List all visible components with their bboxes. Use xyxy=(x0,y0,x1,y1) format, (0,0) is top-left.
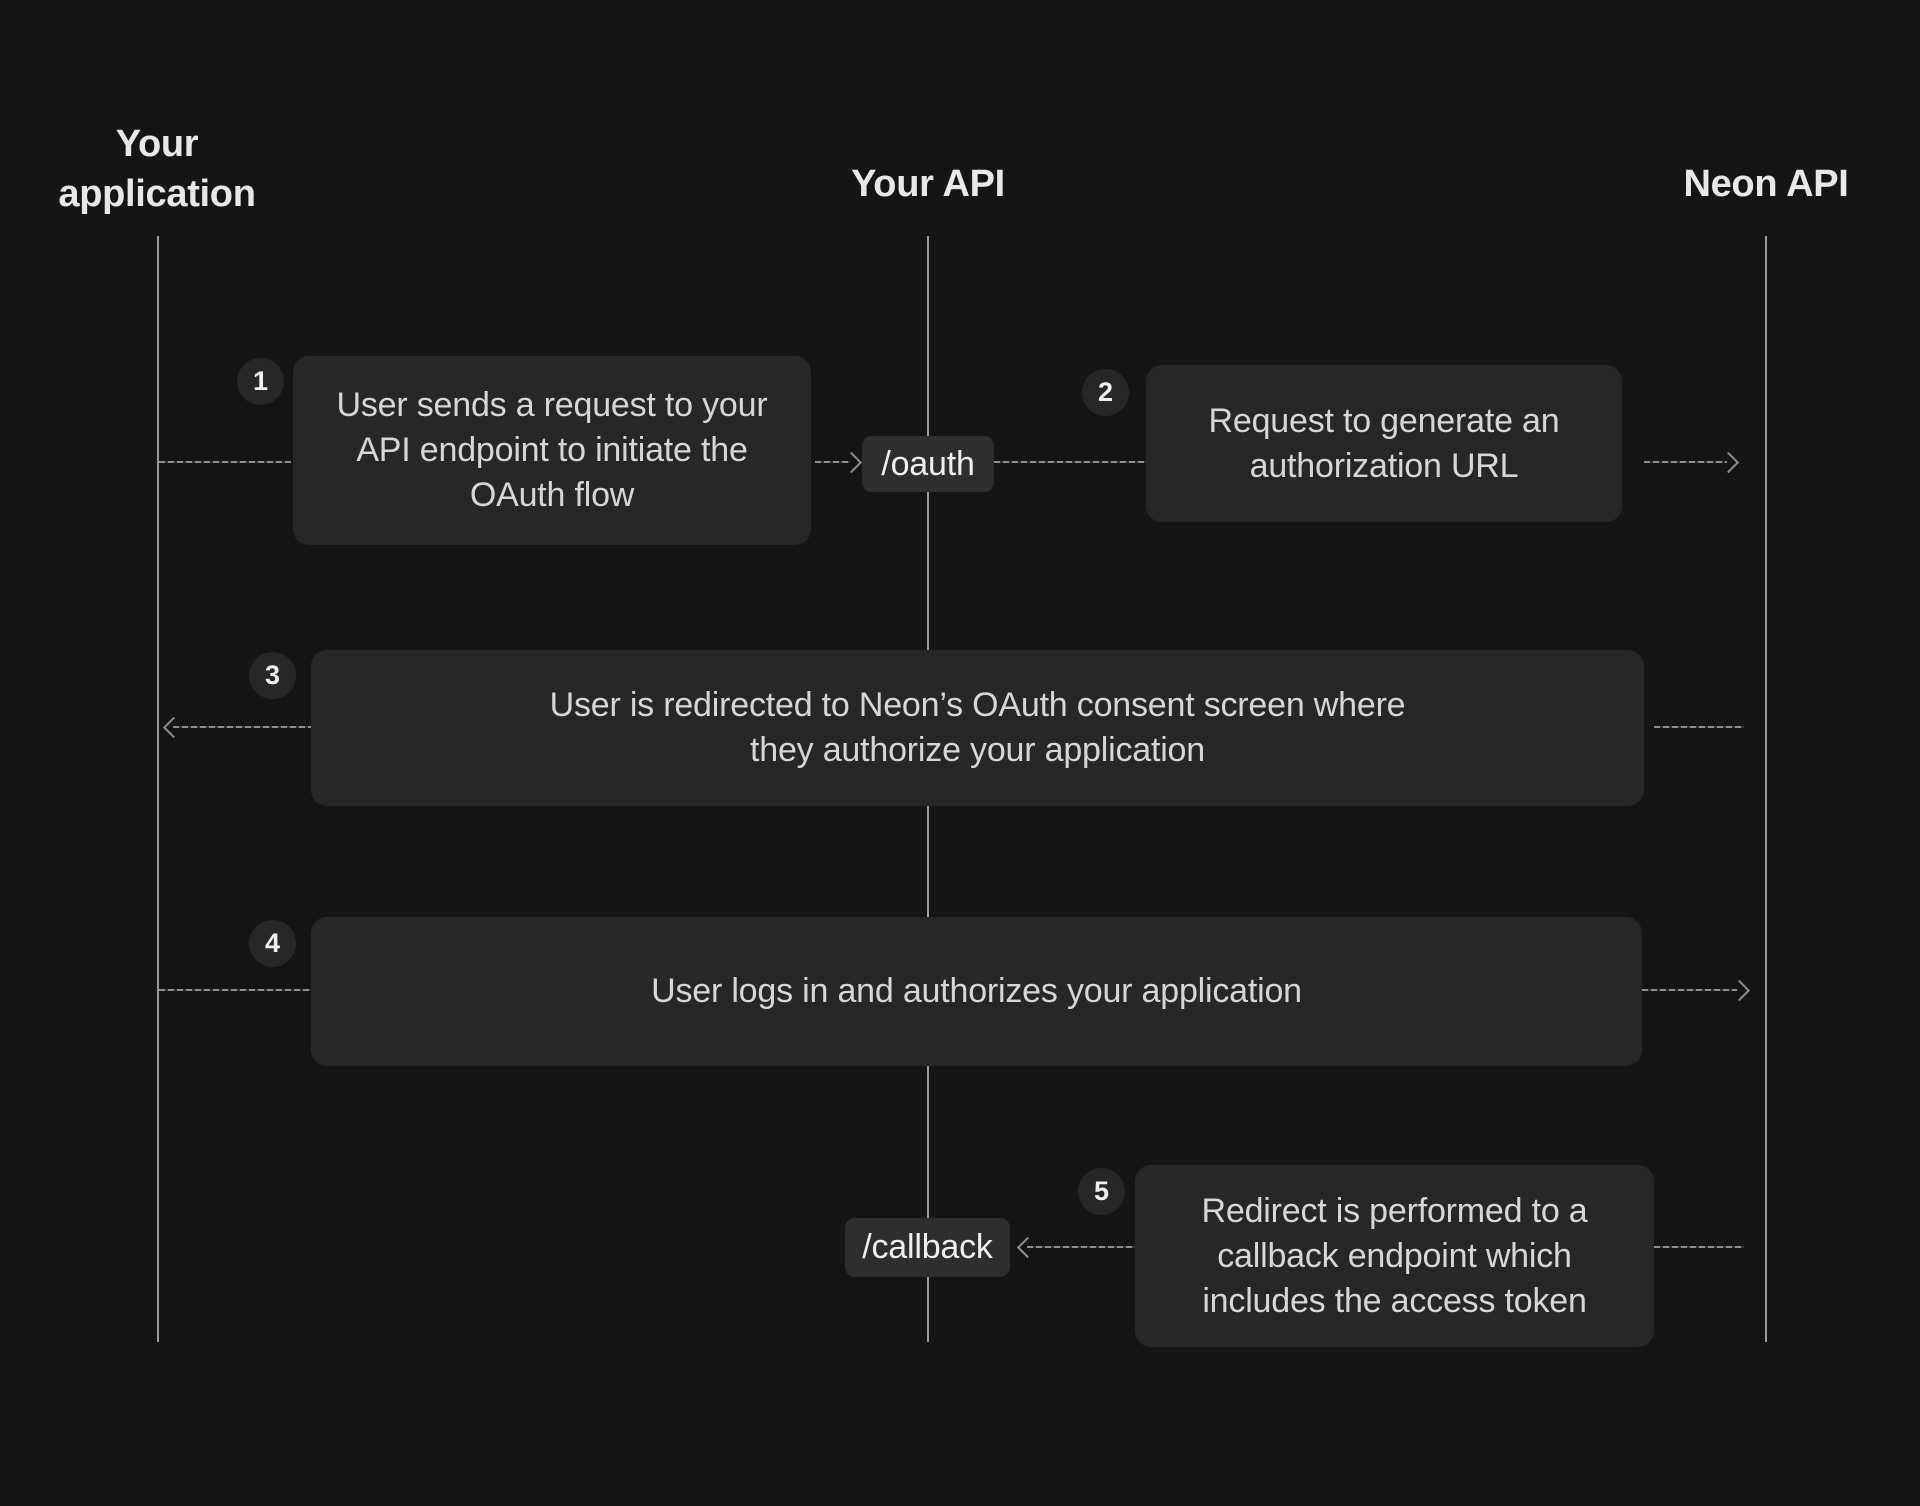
arrowhead-right-icon xyxy=(1717,451,1740,474)
step4-text: User logs in and authorizes your applica… xyxy=(651,972,1302,1010)
connector-step3-left xyxy=(173,726,311,728)
step5-number-badge: 5 xyxy=(1078,1168,1125,1215)
endpoint-oauth: /oauth xyxy=(862,436,994,492)
connector-step5-right xyxy=(1654,1246,1744,1248)
connector-step2-to-neon xyxy=(1644,461,1727,463)
step3-number-badge: 3 xyxy=(249,652,296,699)
lifeline-neon-api xyxy=(1765,236,1767,1342)
actor-neon-api: Neon API xyxy=(1683,163,1849,205)
step5-message-box: Redirect is performed to a callback endp… xyxy=(1135,1165,1654,1347)
step1-number-badge: 1 xyxy=(237,358,284,405)
actor-your-api: Your API xyxy=(851,163,1005,205)
arrowhead-right-icon xyxy=(840,451,863,474)
step1-message-box: User sends a request to your API endpoin… xyxy=(293,356,811,545)
endpoint-callback: /callback xyxy=(845,1218,1010,1277)
step1-text: User sends a request to your xyxy=(336,386,768,424)
connector-step1-to-oauth xyxy=(815,461,850,463)
step4-number-badge: 4 xyxy=(249,920,296,967)
connector-step1-left xyxy=(159,461,291,463)
connector-step5-to-callback xyxy=(1027,1246,1135,1248)
actor-your-application: Your application xyxy=(58,123,256,215)
step2-number-badge: 2 xyxy=(1082,369,1129,416)
step4-message-box: User logs in and authorizes your applica… xyxy=(311,917,1642,1066)
arrowhead-right-icon xyxy=(1728,979,1751,1002)
connector-oauth-to-step2 xyxy=(994,461,1146,463)
connector-step4-left xyxy=(159,989,311,991)
step3-text: User is redirected to Neon’s OAuth conse… xyxy=(549,686,1406,724)
step2-message-box: Request to generate an authorization URL xyxy=(1146,365,1622,522)
lifeline-your-application xyxy=(157,236,159,1342)
step3-message-box: User is redirected to Neon’s OAuth conse… xyxy=(311,650,1644,806)
step5-text: Redirect is performed to a xyxy=(1201,1191,1588,1230)
connector-step4-to-neon xyxy=(1642,989,1737,991)
connector-step3-right xyxy=(1654,726,1744,728)
step2-text: Request to generate an xyxy=(1208,401,1560,440)
